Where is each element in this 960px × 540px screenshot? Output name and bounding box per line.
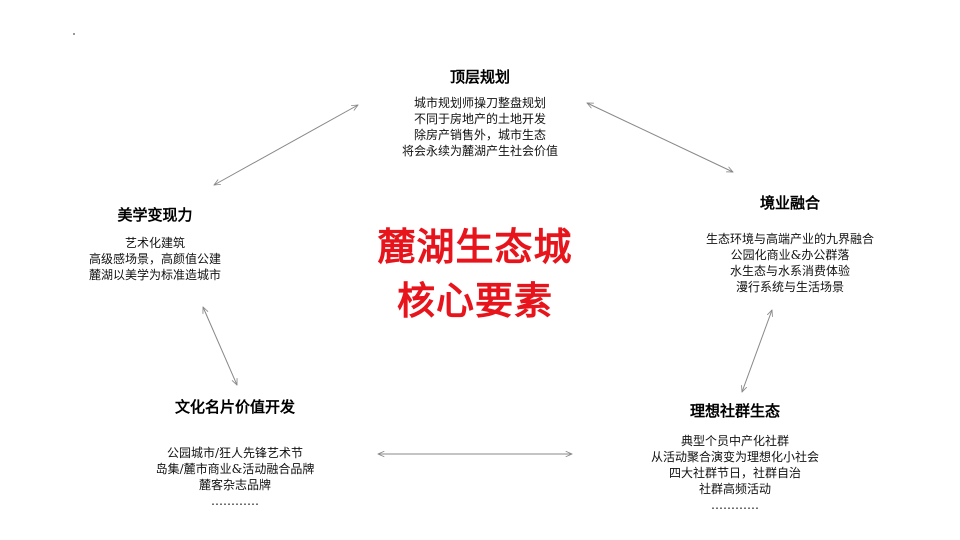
node-aesthetic-monetization: 美学变现力 艺术化建筑 高级感场景，高颜值公建 麓湖以美学为标准造城市 [70,204,240,283]
node-community-ecology: 理想社群生态 典型个员中产化社群 从活动聚合演变为理想化小社会 四大社群节日，社… [630,400,840,513]
node-line: 从活动聚合演变为理想化小社会 [650,450,819,464]
arrow-top-right [587,102,733,173]
node-line: ………… [211,494,259,508]
node-line: 水生态与水系消费体验 [729,264,850,278]
arrow-right-bottomright [742,310,772,392]
node-line: 社群高频活动 [698,482,771,496]
core-elements-title: 麓湖生态城 核心要素 [355,220,595,328]
node-line: 不同于房地产的土地开发 [413,112,546,126]
center-line-1: 麓湖生态城 [377,225,573,269]
node-line: 高级感场景，高颜值公建 [88,252,221,266]
node-line: 将会永续为麓湖产生社会价值 [401,144,558,158]
node-line: ………… [711,498,759,512]
node-line: 公园城市/狂人先锋艺术节 [166,446,304,460]
node-line: 除房产销售外，城市生态 [413,128,546,142]
node-title: 境业融合 [759,194,820,212]
node-line: 公园化商业&办公群落 [730,248,850,262]
node-line: 艺术化建筑 [124,236,185,250]
node-line: 岛集/麓市商业&活动融合品牌 [155,462,315,476]
node-line: 麓客杂志品牌 [198,478,271,492]
node-cultural-brand: 文化名片价值开发 公园城市/狂人先锋艺术节 岛集/麓市商业&活动融合品牌 麓客杂… [135,396,335,509]
node-title: 美学变现力 [117,206,193,224]
node-line: 典型个员中产化社群 [680,434,789,448]
arrow-left-bottomleft [203,307,237,385]
node-line: 城市规划师操刀整盘规划 [413,96,546,110]
node-title: 顶层规划 [449,68,510,86]
node-title: 文化名片价值开发 [174,398,295,416]
center-line-2: 核心要素 [396,279,553,323]
stray-dot [73,33,75,35]
node-title: 理想社群生态 [689,402,780,420]
node-top-level-planning: 顶层规划 城市规划师操刀整盘规划 不同于房地产的土地开发 除房产销售外，城市生态… [380,66,580,159]
node-line: 麓湖以美学为标准造城市 [88,268,221,282]
node-line: 漫行系统与生活场景 [735,280,844,294]
arrow-left-top [214,105,358,185]
node-industry-fusion: 境业融合 生态环境与高端产业的九界融合 公园化商业&办公群落 水生态与水系消费体… [690,192,890,295]
node-line: 生态环境与高端产业的九界融合 [705,232,874,246]
node-line: 四大社群节日，社群自治 [668,466,801,480]
